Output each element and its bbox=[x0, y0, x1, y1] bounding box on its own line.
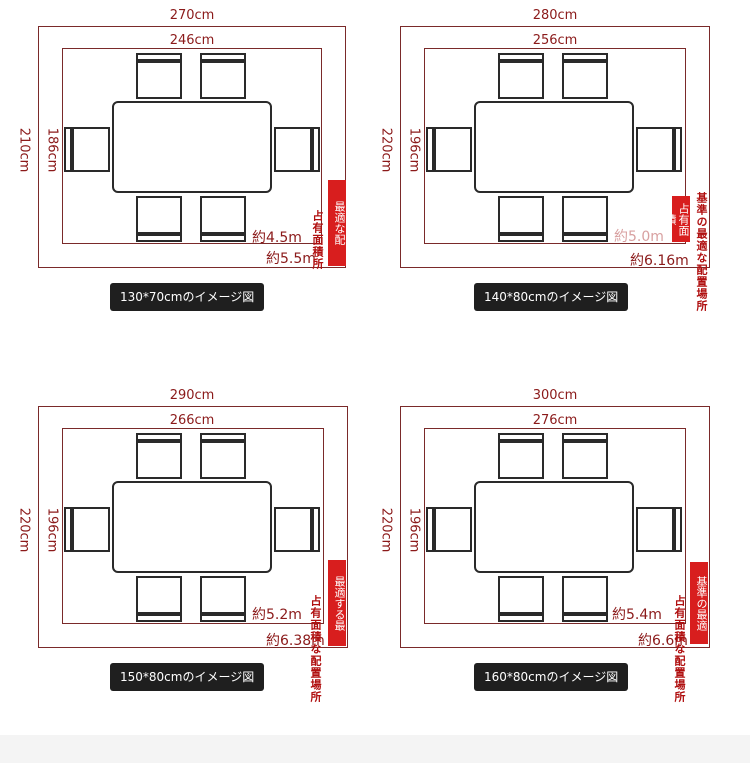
inner-height-label: 196cm bbox=[44, 507, 60, 553]
chair-bottom-left bbox=[136, 196, 182, 242]
room-area-label: 約6.16m bbox=[630, 253, 689, 269]
image-caption: 160*80cmのイメージ図 bbox=[474, 663, 629, 691]
room-area-label: 約6.6m bbox=[638, 633, 688, 649]
outer-width-label: 280cm bbox=[532, 8, 578, 23]
inner-height-label: 186cm bbox=[44, 127, 60, 173]
chair-bottom-right bbox=[562, 576, 608, 622]
outer-room-outline bbox=[400, 26, 710, 268]
vertical-note: 基準の最適な配置場所 bbox=[695, 192, 708, 312]
chair-top-left bbox=[136, 53, 182, 99]
chair-top-left bbox=[498, 53, 544, 99]
inner-area-outline bbox=[62, 48, 322, 244]
inner-width-label: 266cm bbox=[169, 413, 215, 428]
outer-width-label: 300cm bbox=[532, 388, 578, 403]
inner-width-label: 246cm bbox=[169, 33, 215, 48]
dining-table bbox=[474, 481, 634, 573]
chair-bottom-left bbox=[498, 576, 544, 622]
inner-area-outline bbox=[424, 48, 686, 244]
chair-right bbox=[636, 507, 682, 552]
outer-width-label: 270cm bbox=[169, 8, 215, 23]
chair-bottom-right bbox=[200, 576, 246, 622]
inner-width-label: 256cm bbox=[532, 33, 578, 48]
chair-top-right bbox=[562, 53, 608, 99]
chair-bottom-right bbox=[562, 196, 608, 242]
outer-height-label: 210cm bbox=[16, 127, 32, 173]
inner-height-label: 196cm bbox=[406, 127, 422, 173]
chair-bottom-right bbox=[200, 196, 246, 242]
table-area-label: 約5.2m bbox=[252, 607, 302, 623]
outer-room-outline bbox=[400, 406, 710, 648]
dining-table bbox=[474, 101, 634, 193]
image-caption: 130*70cmのイメージ図 bbox=[110, 283, 265, 311]
red-badge: 最適な配 bbox=[328, 180, 346, 266]
chair-left bbox=[64, 127, 110, 172]
red-badge: 基準の最適 bbox=[690, 562, 708, 644]
dining-table bbox=[112, 481, 272, 573]
chair-right bbox=[274, 507, 320, 552]
vertical-note: 占有面積な配置場所 bbox=[673, 595, 686, 703]
table-area-label: 約5.0m bbox=[614, 229, 664, 245]
outer-room-outline bbox=[38, 406, 348, 648]
inner-height-label: 196cm bbox=[406, 507, 422, 553]
chair-top-left bbox=[136, 433, 182, 479]
outer-height-label: 220cm bbox=[378, 507, 394, 553]
room-area-label: 約6.38m bbox=[266, 633, 325, 649]
chair-top-right bbox=[200, 53, 246, 99]
inner-area-outline bbox=[424, 428, 686, 624]
outer-room-outline bbox=[38, 26, 346, 268]
chair-right bbox=[274, 127, 320, 172]
chair-left bbox=[64, 507, 110, 552]
image-caption: 140*80cmのイメージ図 bbox=[474, 283, 629, 311]
outer-height-label: 220cm bbox=[16, 507, 32, 553]
chair-bottom-left bbox=[498, 196, 544, 242]
chair-left bbox=[426, 507, 472, 552]
dining-table bbox=[112, 101, 272, 193]
bottom-band bbox=[0, 735, 750, 763]
chair-top-right bbox=[562, 433, 608, 479]
outer-width-label: 290cm bbox=[169, 388, 215, 403]
table-area-label: 約5.4m bbox=[612, 607, 662, 623]
inner-width-label: 276cm bbox=[532, 413, 578, 428]
outer-height-label: 220cm bbox=[378, 127, 394, 173]
image-caption: 150*80cmのイメージ図 bbox=[110, 663, 265, 691]
chair-right bbox=[636, 127, 682, 172]
table-area-label: 約4.5m bbox=[252, 230, 302, 246]
chair-top-left bbox=[498, 433, 544, 479]
vertical-note: 占有面積な配置場所 bbox=[309, 595, 322, 703]
red-badge: 占有面積 bbox=[664, 196, 690, 242]
chair-top-right bbox=[200, 433, 246, 479]
vertical-note: 占有面積所 bbox=[311, 210, 324, 270]
chair-bottom-left bbox=[136, 576, 182, 622]
chair-left bbox=[426, 127, 472, 172]
room-area-label: 約5.5m bbox=[266, 251, 316, 267]
red-badge: 最適する最 bbox=[328, 560, 346, 646]
inner-area-outline bbox=[62, 428, 324, 624]
